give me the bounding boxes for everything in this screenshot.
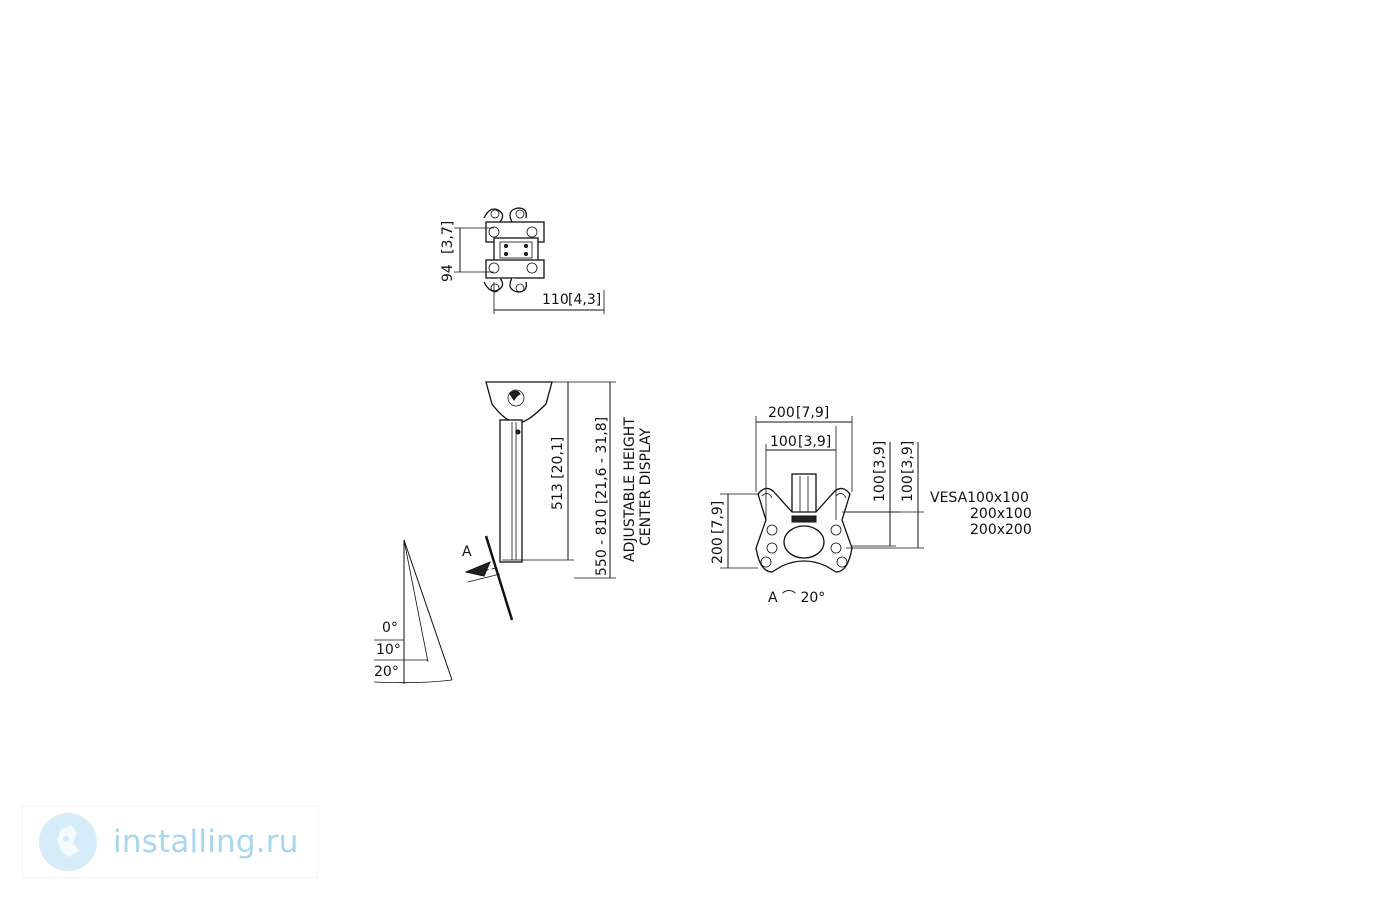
tilt-angle-diagram: 0° 10° 20° — [373, 539, 453, 684]
top-view-bracket — [483, 207, 545, 293]
vesa-line-3: 200x200 — [970, 522, 1032, 538]
ceiling-cup — [485, 381, 553, 423]
watermark: installing.ru — [22, 806, 318, 878]
front-view: 200 [7,9] 100 [3,9] 200 [7,9] 100 [3,9] … — [710, 405, 1032, 606]
angle-10: 10° — [376, 642, 401, 658]
front-height-b-inch: [3,9] — [900, 441, 916, 474]
tilt-marker: A — [462, 544, 472, 560]
side-view: A 513 [20,1] 550 - 810 [21,6 - 31,8] ADJ… — [462, 381, 654, 621]
vesa-line-2: 200x100 — [970, 506, 1032, 522]
front-width-outer-inch: [7,9] — [796, 405, 829, 421]
top-view: 94 [3,7] 110 [4,3] — [440, 207, 605, 314]
note-adjustable-height: ADJUSTABLE HEIGHT — [622, 417, 638, 562]
angle-0: 0° — [382, 620, 398, 636]
top-height-inch: [3,7] — [440, 221, 456, 254]
vesa-line-1: VESA100x100 — [930, 490, 1029, 506]
top-width-inch: [4,3] — [568, 292, 601, 308]
front-height-a: 100 — [872, 475, 888, 502]
top-height-value: 94 — [440, 264, 456, 282]
top-width-value: 110 — [542, 292, 569, 308]
front-tilt-note: A ⌒ 20° — [768, 590, 825, 606]
angle-20: 20° — [374, 664, 399, 680]
front-height-b: 100 — [900, 475, 916, 502]
column-height-label: 513 [20,1] — [550, 437, 566, 510]
front-width-inner-inch: [3,9] — [798, 434, 831, 450]
column-tube — [499, 419, 523, 563]
watermark-text: installing.ru — [113, 824, 299, 860]
front-width-outer: 200 — [768, 405, 795, 421]
tilt-arrow — [464, 561, 491, 577]
vesa-plate — [755, 473, 853, 573]
front-width-inner: 100 — [770, 434, 797, 450]
display-plate — [484, 535, 530, 621]
front-height-outer-inch: [7,9] — [710, 501, 726, 534]
installing-logo-icon — [39, 813, 97, 871]
front-height-outer: 200 — [710, 537, 726, 564]
front-height-a-inch: [3,9] — [872, 441, 888, 474]
note-center-display: CENTER DISPLAY — [638, 427, 654, 546]
range-height-label: 550 - 810 [21,6 - 31,8] — [594, 417, 610, 576]
